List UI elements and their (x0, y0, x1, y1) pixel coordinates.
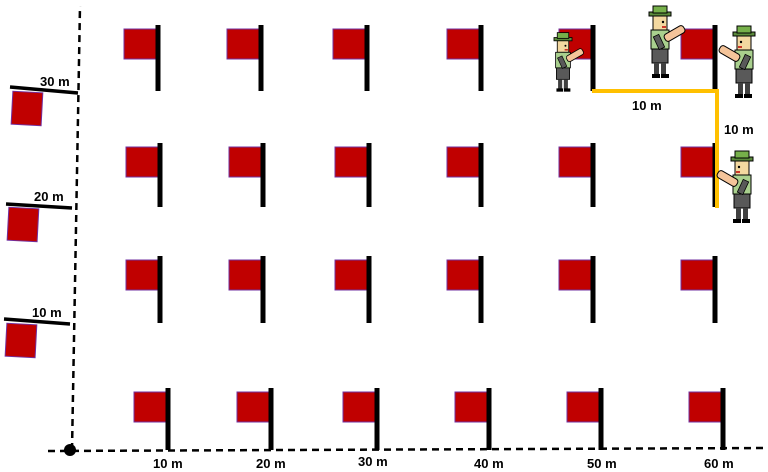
x-tick-label: 50 m (587, 456, 617, 471)
x-tick-label: 40 m (474, 456, 504, 471)
grid-flag-cloth (689, 392, 723, 422)
y-tick-label: 10 m (32, 305, 62, 320)
ranger-person (716, 151, 753, 223)
grid-flag-cloth (229, 147, 263, 177)
grid-flag (681, 256, 715, 323)
x-tick-label: 10 m (153, 456, 183, 471)
origin-point (64, 444, 76, 456)
grid-flag-cloth (343, 392, 377, 422)
grid-flag (134, 388, 168, 450)
grid-flag (343, 388, 377, 450)
ranger-person (718, 26, 755, 98)
grid-flag-cloth (126, 147, 160, 177)
grid-flag-cloth (447, 147, 481, 177)
grid-flag-cloth (447, 260, 481, 290)
grid-flag-cloth (567, 392, 601, 422)
y-marker-flag (5, 323, 37, 358)
path-vertical-label: 10 m (724, 122, 754, 137)
grid-flag (124, 25, 158, 91)
y-marker-30m: 30 m (10, 74, 78, 126)
y-tick-label: 20 m (34, 189, 64, 204)
grid-flag (455, 388, 489, 450)
grid-flag-cloth (455, 392, 489, 422)
grid-flag (126, 143, 160, 207)
ranger-person (649, 6, 686, 78)
grid-flag (237, 388, 271, 450)
grid-flag (447, 256, 481, 323)
x-axis-line (48, 448, 768, 451)
grid-flag (567, 388, 601, 450)
y-marker-flag (11, 91, 43, 126)
grid-flag-cloth (229, 260, 263, 290)
grid-flag-cloth (681, 147, 715, 177)
grid-flag (559, 256, 593, 323)
grid-flag (681, 25, 715, 91)
grid-flag-cloth (559, 147, 593, 177)
grid-flag-cloth (335, 260, 369, 290)
flag-grid (124, 25, 723, 450)
grid-flag (559, 143, 593, 207)
grid-flag-cloth (237, 392, 271, 422)
grid-flag (333, 25, 367, 91)
grid-flag (689, 388, 723, 450)
grid-flag-cloth (559, 260, 593, 290)
grid-flag (335, 143, 369, 207)
y-marker-flag (7, 207, 39, 242)
x-tick-label: 20 m (256, 456, 286, 471)
y-marker-20m: 20 m (6, 189, 72, 242)
grid-flag (229, 143, 263, 207)
grid-flag-cloth (681, 260, 715, 290)
y-axis-line (72, 6, 80, 450)
grid-flag-cloth (447, 29, 481, 59)
x-axis-ticks: 10 m 20 m 30 m 40 m 50 m 60 m (153, 454, 734, 471)
grid-flag-cloth (333, 29, 367, 59)
y-marker-10m: 10 m (4, 305, 70, 358)
grid-flag (229, 256, 263, 323)
grid-flag (681, 143, 715, 207)
grid-flag-cloth (134, 392, 168, 422)
x-tick-label: 30 m (358, 454, 388, 469)
grid-flag-cloth (227, 29, 261, 59)
grid-flag (447, 143, 481, 207)
x-tick-label: 60 m (704, 456, 734, 471)
y-tick-label: 30 m (40, 74, 70, 89)
grid-flag (126, 256, 160, 323)
grid-flag-cloth (335, 147, 369, 177)
yellow-path: 10 m 10 m (592, 89, 754, 208)
grid-flag (335, 256, 369, 323)
grid-flag-cloth (126, 260, 160, 290)
path-horizontal-label: 10 m (632, 98, 662, 113)
grid-flag (227, 25, 261, 91)
grid-flag (447, 25, 481, 91)
grid-flag-cloth (124, 29, 158, 59)
grid-flag-cloth (681, 29, 715, 59)
